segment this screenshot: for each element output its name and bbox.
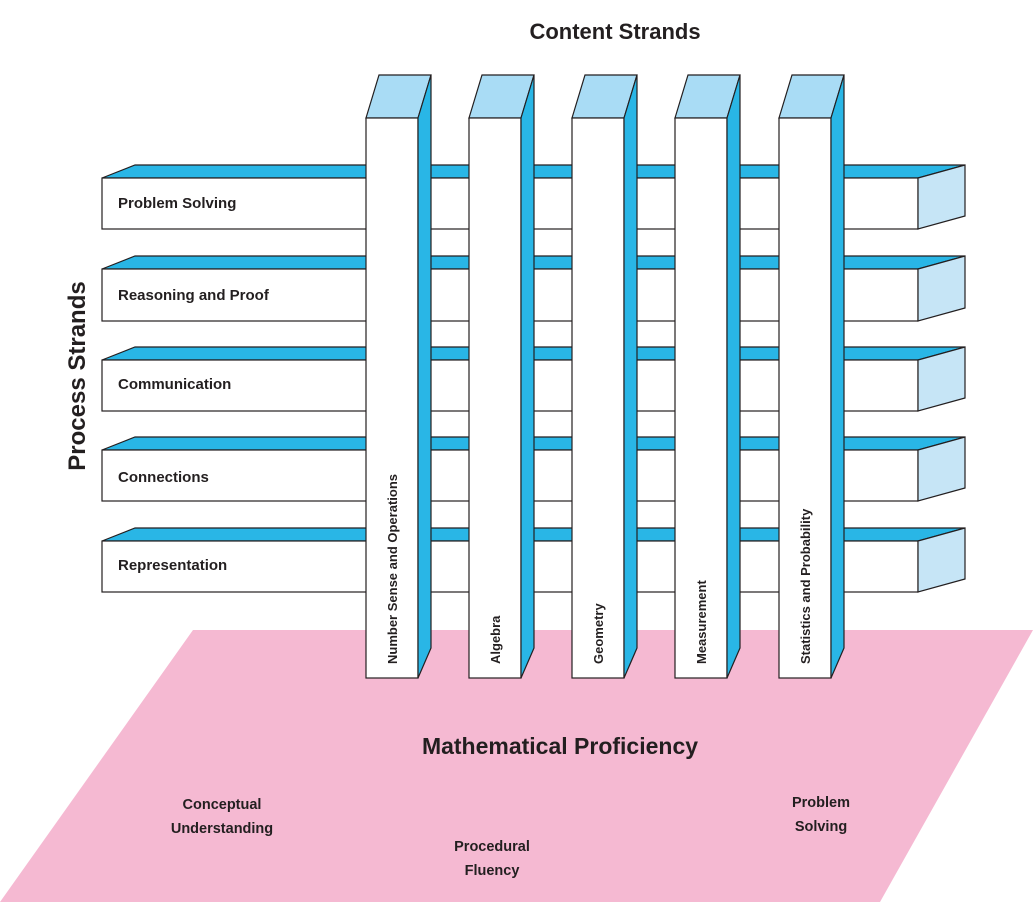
pillar-front [571,117,625,679]
procedural-fluency-line1: Procedural [454,839,530,855]
conceptual-understanding-line2: Understanding [171,821,273,837]
process-strand-label: Communication [118,376,231,393]
proficiency-title: Mathematical Proficiency [422,733,698,759]
pillar-side [520,74,535,679]
pillar-front [365,117,419,679]
problem-solving-line1: Problem [792,795,850,811]
pillar-side [623,74,638,679]
process-strand-label: Connections [118,469,209,486]
conceptual-understanding-line1: Conceptual [183,797,262,813]
process-bar-end [917,255,966,322]
proficiency-plane [0,630,1033,902]
content-strand-label: Measurement [694,580,709,664]
content-strand-label: Geometry [591,603,606,664]
process-strand-label: Representation [118,557,227,574]
content-strands-title: Content Strands [529,19,700,44]
content-strand-5: Statistics and Probability [778,74,845,679]
content-strand-1: Number Sense and Operations [365,74,432,679]
content-strand-3: Geometry [571,74,638,679]
procedural-fluency-line2: Fluency [465,863,520,879]
content-strand-4: Measurement [674,74,741,679]
process-strands-title: Process Strands [64,281,91,470]
process-strand-label: Problem Solving [118,195,236,212]
content-strand-label: Statistics and Probability [798,508,813,664]
pillar-front [468,117,522,679]
pillar-side [726,74,741,679]
content-strand-label: Algebra [488,615,503,664]
process-strand-label: Reasoning and Proof [118,287,270,304]
pillar-side [417,74,432,679]
content-strand-2: Algebra [468,74,535,679]
process-bar-end [917,164,966,230]
process-bar-end [917,346,966,412]
pillar-side [830,74,845,679]
content-strand-label: Number Sense and Operations [385,474,400,664]
process-bar-end [917,436,966,502]
pillar-front [778,117,832,679]
problem-solving-line2: Solving [795,819,847,835]
process-bar-end [917,527,966,593]
